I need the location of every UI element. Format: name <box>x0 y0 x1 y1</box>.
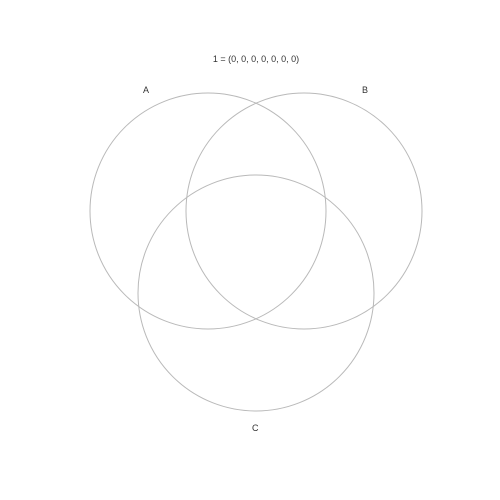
diagram-title: 1 = (0, 0, 0, 0, 0, 0, 0) <box>212 54 300 64</box>
set-a-circle <box>89 92 327 330</box>
set-b-circle <box>185 92 423 330</box>
set-c-circle <box>137 174 375 412</box>
set-c-label: C <box>252 423 259 433</box>
set-a-label: A <box>143 85 150 95</box>
set-b-label: B <box>362 85 369 95</box>
